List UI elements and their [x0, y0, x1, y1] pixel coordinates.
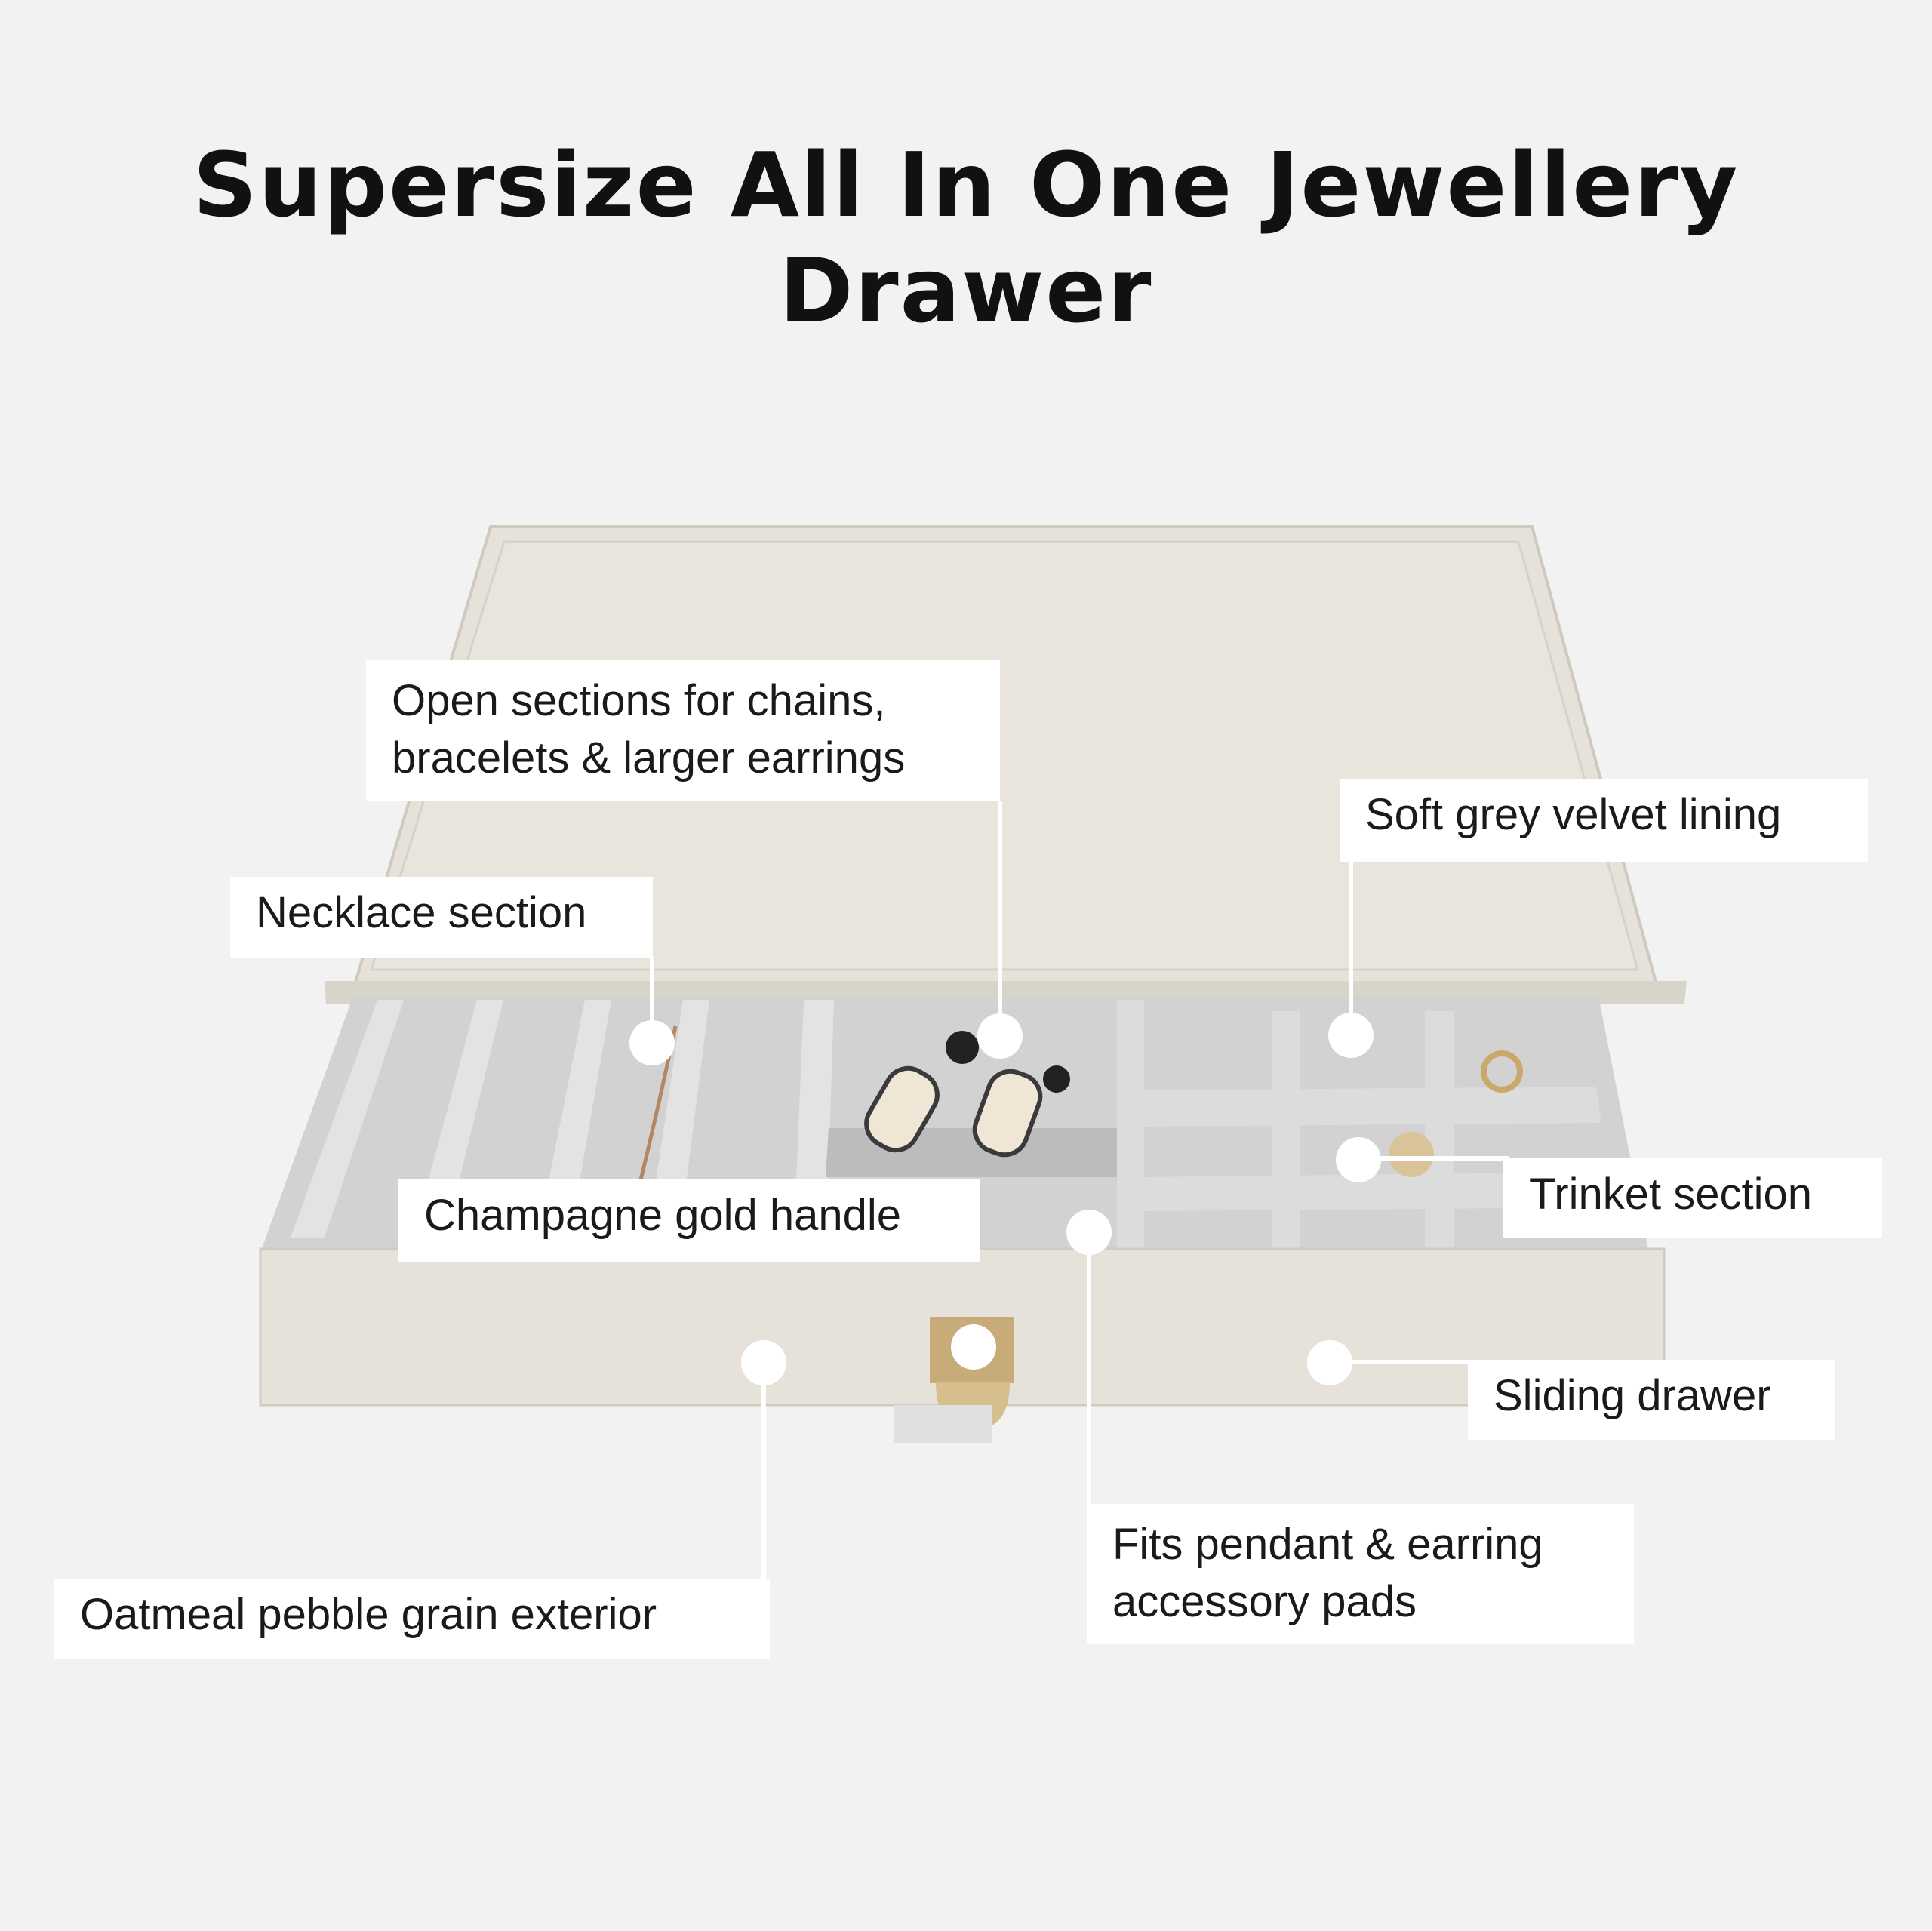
necklace-dividers: [291, 1000, 834, 1238]
marker-open-sections: [977, 1013, 1023, 1059]
callout-handle: Champagne gold handle: [398, 1179, 980, 1262]
callout-open-sections-line2: bracelets & larger earrings: [392, 733, 906, 783]
page-title: Supersize All In One Jewellery Drawer: [192, 133, 1740, 343]
marker-necklace: [629, 1020, 675, 1065]
lid-inset: [369, 540, 1639, 971]
trinket-pendant: [1389, 1132, 1434, 1177]
marker-exterior: [741, 1340, 786, 1385]
callout-sliding: Sliding drawer: [1468, 1360, 1835, 1440]
earrings: [864, 1065, 1043, 1158]
marker-sliding: [1307, 1340, 1352, 1385]
callout-pads-line2: accessory pads: [1112, 1577, 1417, 1626]
marker-handle: [951, 1324, 996, 1370]
ring: [1481, 1050, 1523, 1093]
callout-pads: Fits pendant & earring accessory pads: [1087, 1504, 1634, 1644]
callout-necklace: Necklace section: [230, 877, 653, 958]
callout-trinket: Trinket section: [1503, 1158, 1882, 1238]
callout-soft-velvet: Soft grey velvet lining: [1340, 779, 1868, 862]
marker-velvet: [1328, 1013, 1374, 1058]
callout-markers: [629, 1013, 1381, 1385]
earring-stud-2: [1043, 1065, 1070, 1093]
callout-pads-line1: Fits pendant & earring: [1112, 1520, 1543, 1569]
marker-pads: [1066, 1210, 1112, 1255]
drawer-shadow: [894, 1405, 992, 1443]
callout-open-sections-line1: Open sections for chains,: [392, 676, 886, 725]
marker-trinket: [1336, 1137, 1381, 1182]
trinket-grid: [1117, 1000, 1615, 1253]
callout-exterior: Oatmeal pebble grain exterior: [54, 1579, 770, 1659]
callout-open-sections: Open sections for chains, bracelets & la…: [366, 660, 1000, 801]
earring-stud: [946, 1031, 979, 1064]
